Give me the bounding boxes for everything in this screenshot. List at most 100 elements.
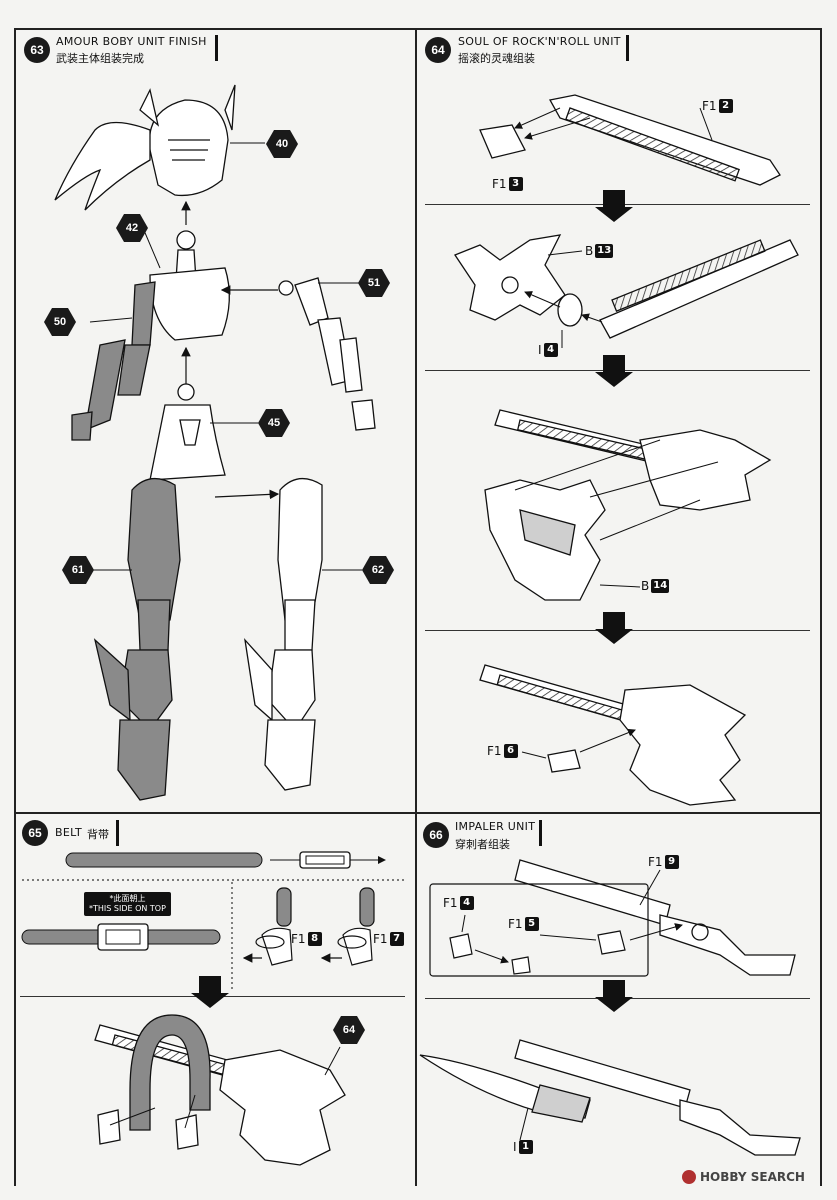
note-line-en: *THIS SIDE ON TOP	[89, 904, 166, 913]
part-number: 14	[651, 579, 670, 593]
step-number-badge: 65	[22, 820, 48, 846]
step-title: SOUL OF ROCK'N'ROLL UNIT	[458, 35, 621, 48]
left-arm-shaded	[71, 281, 156, 441]
watermark-text: HOBBY SEARCH	[700, 1170, 805, 1184]
part-number: 3	[508, 177, 523, 191]
part-runner: F1	[443, 896, 458, 910]
down-arrow-icon	[595, 355, 633, 387]
guitar-front-body	[484, 479, 606, 601]
part-runner: F1	[508, 917, 523, 931]
step-subtitle: 摇滚的灵魂组装	[458, 52, 535, 65]
guitar-body-plate	[454, 234, 566, 321]
part-runner: I	[538, 343, 542, 357]
ref-step-badge: 61	[62, 556, 94, 584]
ref-step-badge: 45	[258, 409, 290, 437]
sub-assembly-box	[429, 883, 649, 977]
disc-piece	[557, 293, 583, 327]
hobby-search-logo-icon	[682, 1170, 696, 1184]
header-bar	[626, 35, 629, 61]
part-runner: B	[585, 244, 594, 258]
part-number: 7	[389, 932, 404, 946]
down-arrow-icon	[595, 190, 633, 222]
top-border	[14, 28, 822, 30]
part-number: 9	[664, 855, 679, 869]
guitar-assembly-a	[494, 409, 772, 511]
step-subtitle: 穿刺者组装	[455, 838, 510, 851]
part-runner: F1	[492, 177, 507, 191]
step-number-badge: 63	[24, 37, 50, 63]
belt-strap-assembled	[21, 923, 221, 951]
belt-clip-b	[320, 887, 375, 966]
part-number: 13	[595, 244, 614, 258]
watermark: HOBBY SEARCH	[682, 1170, 805, 1184]
step-title: IMPALER UNIT	[455, 820, 536, 833]
step-subtitle: 背带	[87, 828, 109, 841]
belt-clip-a	[242, 887, 293, 966]
right-arm	[278, 277, 376, 431]
down-arrow-icon	[191, 976, 229, 1008]
part-number: 8	[307, 932, 322, 946]
left-leg-shaded	[93, 478, 181, 801]
part-runner: F1	[291, 932, 306, 946]
part-runner: I	[513, 1140, 517, 1154]
pelvis-part	[149, 383, 226, 481]
torso-upper-part	[149, 230, 230, 341]
part-number: 5	[524, 917, 539, 931]
part-number: 4	[459, 896, 474, 910]
small-peg-parts	[449, 930, 626, 975]
ref-step-badge: 40	[266, 130, 298, 158]
part-runner: F1	[487, 744, 502, 758]
part-number: 6	[503, 744, 518, 758]
down-arrow-icon	[595, 612, 633, 644]
step-title: BELT	[55, 826, 83, 839]
part-number: 2	[718, 99, 733, 113]
part-runner: F1	[702, 99, 717, 113]
ref-step-badge: 51	[358, 269, 390, 297]
guitar-neck-long	[599, 239, 799, 339]
part-number: 1	[518, 1140, 533, 1154]
step-title: AMOUR BOBY UNIT FINISH	[56, 35, 207, 48]
small-bracket-piece	[479, 124, 526, 159]
header-bar	[215, 35, 218, 61]
vertical-divider	[415, 28, 417, 1186]
belt-strap-top	[65, 851, 386, 869]
right-border	[820, 28, 822, 1186]
down-arrow-icon	[595, 980, 633, 1012]
right-leg	[244, 478, 323, 791]
orientation-note: *此面朝上 *THIS SIDE ON TOP	[84, 892, 171, 916]
part-runner: F1	[373, 932, 388, 946]
part-runner: F1	[648, 855, 663, 869]
guitar-neck-piece	[548, 94, 781, 186]
header-bar	[116, 820, 119, 846]
belt-guitar-final	[94, 1014, 346, 1166]
ref-step-badge: 62	[362, 556, 394, 584]
step-number-badge: 64	[425, 37, 451, 63]
impaler-body	[514, 859, 796, 976]
step-number-badge: 66	[423, 822, 449, 848]
part-number: 4	[543, 343, 558, 357]
part-runner: B	[641, 579, 650, 593]
guitar-assembly-b	[479, 664, 747, 806]
small-cap-piece	[547, 749, 581, 773]
header-bar	[539, 820, 542, 846]
horizontal-divider-steps	[14, 812, 822, 814]
left-border	[14, 28, 16, 1186]
note-line-cn: *此面朝上	[109, 894, 146, 903]
step-subtitle: 武装主体组装完成	[56, 52, 144, 65]
head-part	[54, 84, 236, 211]
impaler-final	[419, 1039, 801, 1156]
